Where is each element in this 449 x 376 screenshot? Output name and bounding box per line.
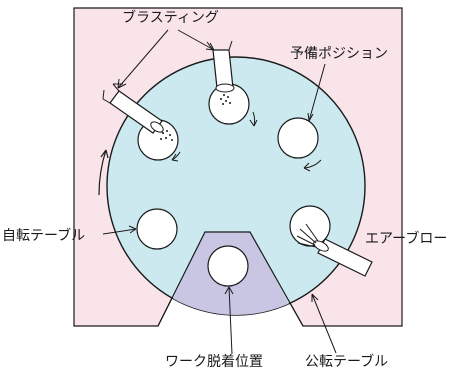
air-blow-spray <box>296 223 319 248</box>
blast-spray <box>160 94 231 141</box>
rotating-table-standby <box>277 117 319 159</box>
rotating-table-load <box>207 245 249 287</box>
label-air-blow: エアーブロー <box>365 230 447 247</box>
label-revolving-table: 公転テーブル <box>305 353 388 370</box>
air-blow-nozzle <box>313 238 373 277</box>
label-work-load-position: ワーク脱着位置 <box>165 354 263 370</box>
leader-lines <box>102 29 337 355</box>
revolving-direction-arrow <box>98 149 109 196</box>
blasting-nozzle-top <box>206 40 235 93</box>
blasting-nozzle-left <box>102 83 164 134</box>
load-station-outline <box>157 231 304 327</box>
rotation-arrows <box>171 111 322 172</box>
label-standby-position: 予備ポジション <box>290 46 388 62</box>
label-self-rotation-table: 自転テーブル <box>2 227 85 244</box>
rotating-table-left <box>136 208 178 250</box>
label-blasting: ブラスティング <box>122 9 219 26</box>
